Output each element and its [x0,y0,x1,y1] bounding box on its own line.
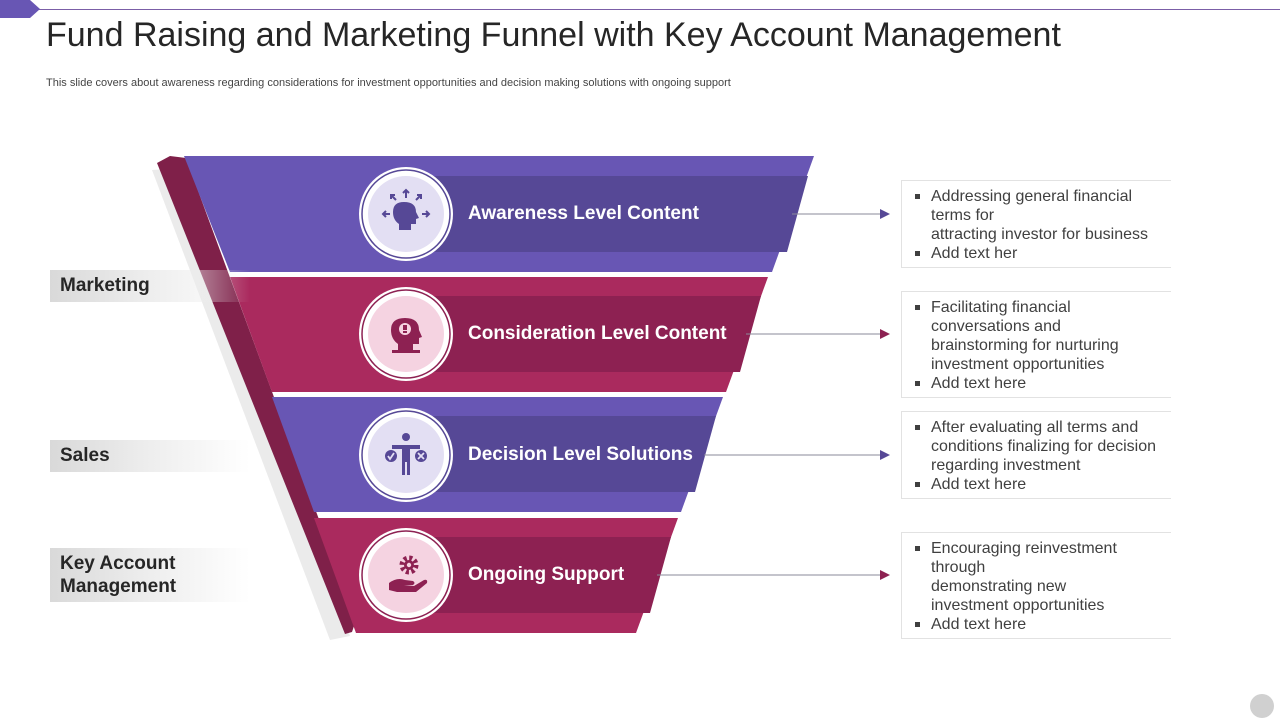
stage-label-ongoing: Ongoing Support [468,564,625,585]
connector-arrow [746,329,890,339]
connector-arrow [657,570,890,580]
note-bullet: Add text here [912,615,1167,634]
connector-arrow [792,209,890,219]
side-label-marketing: Marketing [50,270,250,302]
slide-nav-dot[interactable] [1250,694,1274,718]
stage-label-awareness: Awareness Level Content [468,203,699,224]
funnel-band-inner-consideration [430,296,761,372]
top-divider-line [0,9,1280,10]
lightbulb-head-icon [359,287,453,381]
page-title: Fund Raising and Marketing Funnel with K… [46,16,1061,54]
gear-hand-icon [359,528,453,622]
connector-arrow [704,450,890,460]
note-bullet: Add text her [912,244,1167,263]
person-check-cross-icon [359,408,453,502]
stage-label-decision: Decision Level Solutions [468,444,693,465]
corner-tab-shape [0,0,40,18]
head-arrows-icon [359,167,453,261]
side-label-key-account-management: Key Account Management [50,548,250,602]
page-subtitle: This slide covers about awareness regard… [46,77,731,89]
funnel-band-inner-decision [430,416,716,492]
funnel-band-inner-awareness [430,176,808,252]
note-bullet: Add text here [912,475,1167,494]
side-label-sales: Sales [50,440,250,472]
funnel-band-inner-ongoing [430,537,671,613]
note-bullet: Facilitating financial conversations and… [912,298,1167,374]
note-bullet: Add text here [912,374,1167,393]
stage-label-consideration: Consideration Level Content [468,323,727,344]
note-box-consideration: Facilitating financial conversations and… [901,291,1171,398]
